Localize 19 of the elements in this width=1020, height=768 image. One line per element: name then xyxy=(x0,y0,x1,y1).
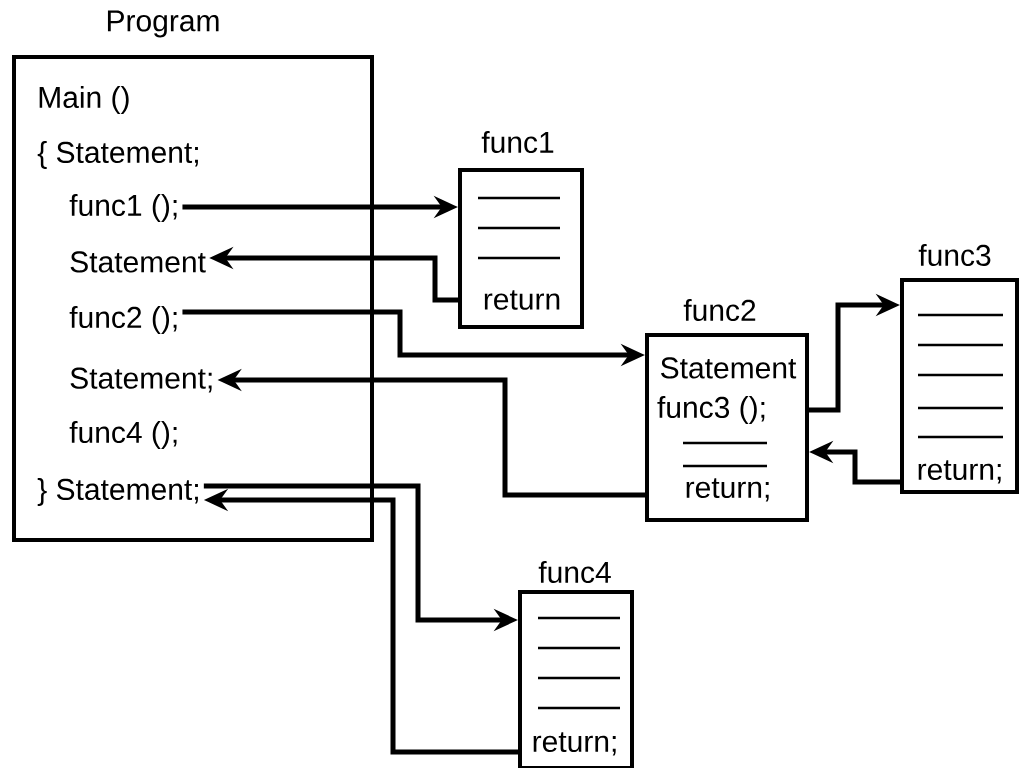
code-line: Main () xyxy=(39,86,129,114)
box-title: func1 xyxy=(481,131,554,153)
box-title: Program xyxy=(107,10,219,38)
code-line: } Statement; xyxy=(37,478,198,506)
code-line: func4 (); xyxy=(69,421,177,449)
box-title: func3 xyxy=(918,244,991,266)
code-line: { Statement; xyxy=(37,141,198,169)
box-title: func2 xyxy=(683,299,756,321)
code-line: return; xyxy=(686,478,769,502)
code-line: Statement; xyxy=(70,367,212,393)
code-line: Statement xyxy=(661,357,797,379)
code-line: func1 (); xyxy=(69,194,177,222)
code-line: return; xyxy=(918,460,1001,484)
code-line: func2 (); xyxy=(69,306,177,334)
box-title: func4 xyxy=(538,561,611,583)
code-line: return xyxy=(484,290,560,310)
code-line: return; xyxy=(533,732,616,756)
code-line: Statement xyxy=(70,251,206,273)
code-line: func3 (); xyxy=(657,396,765,424)
